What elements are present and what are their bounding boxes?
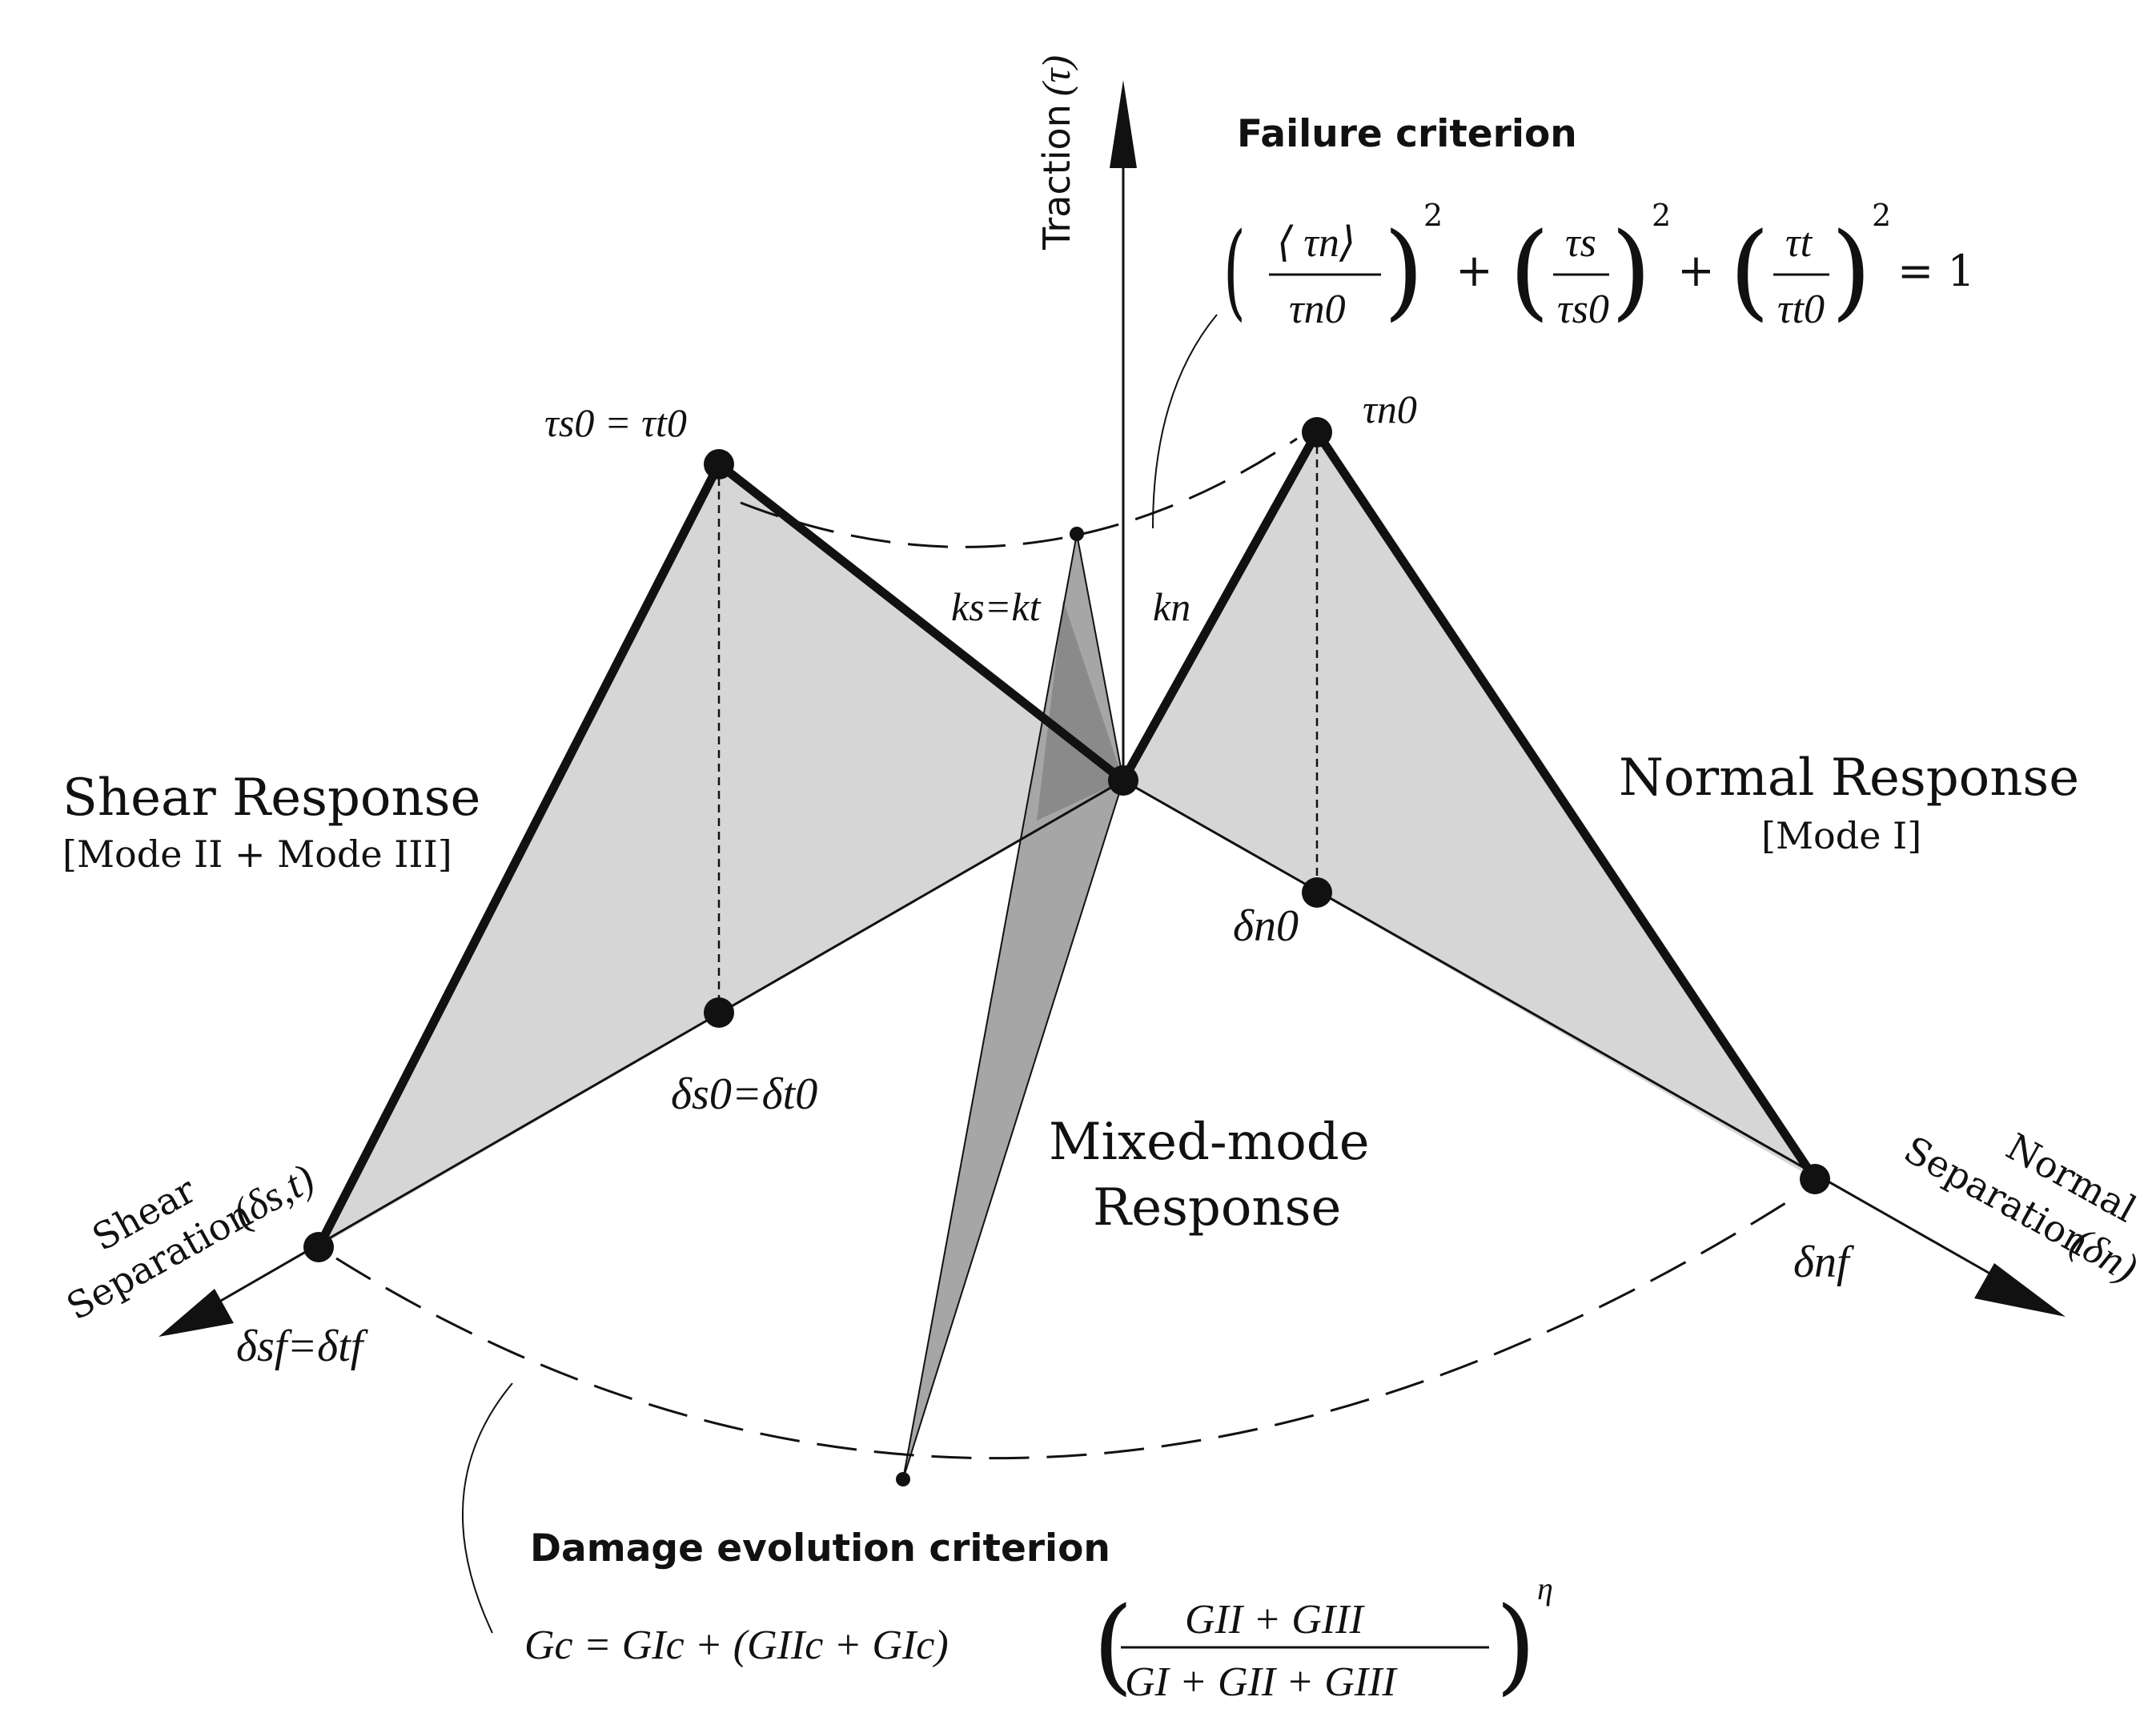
damage-formula-exponent: η [1537,1571,1553,1607]
shear-axis-line [203,779,1124,1312]
traction-axis-label: Traction(τ) [1034,55,1078,251]
svg-text:): ) [1383,210,1424,331]
k-s-t-label: ks=kt [951,584,1042,629]
damage-formula-numerator: GII + GIII [1185,1597,1365,1643]
failure-term1-power: 2 [1423,198,1443,233]
shear-axis-symbol: (δs,t) [225,1156,322,1237]
mixed-final-point [896,1472,910,1486]
failure-rhs: = 1 [1897,246,1975,296]
damage-formula-lhs: Gc = GIc + (GIIc + GIc) [524,1623,949,1668]
failure-term1-numerator: ⟨ τn⟩ [1277,220,1355,266]
mixed-response-title-line2: Response [1093,1178,1341,1238]
normal-response-region [1123,432,1815,1179]
failure-criterion-formula: ( ⟨ τn⟩ τn0 ) 2 + ( τs τs0 ) 2 + ( τt τt… [1223,198,1975,332]
failure-leader-line [1152,314,1218,529]
normal-axis-label: Normal Separation (δn) [1897,1125,2145,1291]
failure-term2-power: 2 [1652,198,1671,233]
failure-criterion-title: Failure criterion [1237,112,1577,156]
tau-s-t-point [704,449,734,479]
normal-axis-arrow [1974,1263,2066,1317]
damage-formula-denominator: GI + GII + GIII [1125,1659,1398,1705]
mixed-response-title-line1: Mixed-mode [1049,1113,1370,1172]
failure-criterion-arc [740,437,1298,548]
delta-s-t-f-label: δsf=δtf [236,1322,369,1371]
failure-plus-1: + [1455,245,1493,297]
normal-axis-line [1122,779,2006,1284]
origin-point [1108,765,1138,796]
failure-term2-denominator: τs0 [1557,287,1609,332]
delta-s-t-f-point [303,1232,334,1262]
tau-n-point [1302,417,1332,447]
delta-n-f-label: δnf [1793,1238,1855,1287]
failure-term3-numerator: τt [1785,220,1813,266]
svg-text:(: ( [1729,210,1770,331]
mixed-peak-point [1070,527,1084,541]
delta-n-0-point [1302,877,1332,908]
shear-axis-label: Shear Separation (δs,t) [59,1156,322,1329]
svg-text:): ) [1831,210,1872,331]
failure-plus-2: + [1677,245,1715,297]
svg-text:): ) [1611,210,1652,331]
damage-criterion-arc [335,1199,1790,1460]
tau-s-t-label: τs0 = τt0 [544,400,687,445]
delta-n-0-label: δn0 [1233,901,1299,951]
failure-term1-denominator: τn0 [1289,287,1346,332]
svg-text:(: ( [1509,210,1550,331]
shear-response-region [319,464,1123,1247]
failure-term3-denominator: τt0 [1777,287,1825,332]
normal-response-subtitle: [Mode I] [1761,814,1921,857]
damage-leader-line [461,1382,513,1634]
delta-n-f-point [1800,1164,1830,1194]
shear-axis-arrow [159,1289,234,1337]
failure-term2-numerator: τs [1565,220,1596,266]
failure-term3-power: 2 [1872,198,1891,233]
damage-criterion-formula: Gc = GIc + (GIIc + GIc) ( GII + GIII GI … [524,1571,1553,1706]
svg-text:(: ( [1093,1584,1134,1706]
normal-response-title: Normal Response [1619,748,2079,808]
shear-response-title: Shear Response [62,768,480,828]
delta-s-t-0-label: δs0=δt0 [671,1069,817,1119]
mixed-mode-outline [902,533,1124,1480]
shear-response-subtitle: [Mode II + Mode III] [62,832,452,876]
tau-n-label: τn0 [1363,387,1417,431]
damage-criterion-title: Damage evolution criterion [530,1526,1110,1571]
k-n-label: kn [1153,584,1190,629]
traction-axis-arrow [1110,80,1137,168]
svg-text:): ) [1496,1584,1536,1706]
svg-text:(: ( [1223,211,1246,331]
delta-s-t-0-point [704,997,734,1028]
